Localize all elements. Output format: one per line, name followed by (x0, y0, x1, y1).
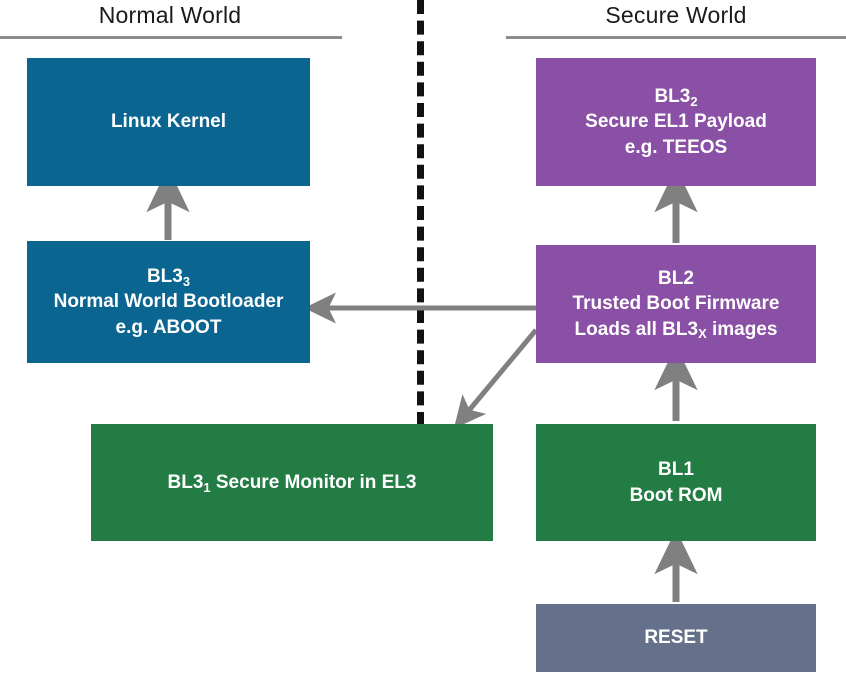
node-bl33-line-0-sub: 3 (182, 273, 191, 289)
node-bl31-secure-monitor[interactable]: BL31 Secure Monitor in EL3 (91, 424, 493, 541)
header-rule-secure-world (506, 36, 846, 39)
node-bl32-line-0-text: BL3 (654, 86, 691, 108)
node-bl1-boot-rom[interactable]: BL1 Boot ROM (536, 424, 816, 541)
node-bl32-line-1: Secure EL1 Payload (585, 111, 767, 133)
node-bl33-line-1: Normal World Bootloader (53, 291, 284, 313)
header-normal-world: Normal World (98, 2, 242, 28)
world-separator-dashed-line (417, 0, 424, 426)
node-bl32-secure-el1-payload[interactable]: BL32 Secure EL1 Payload e.g. TEEOS (536, 58, 816, 186)
node-bl2-line-2: Loads all BL3X images (575, 317, 778, 342)
node-bl32-line-0: BL32 (654, 84, 697, 109)
node-bl33-line-0: BL33 (147, 264, 190, 289)
node-bl2-line-0: BL2 (658, 268, 694, 290)
arrow-bl2-to-bl31 (453, 328, 538, 429)
header-secure-world: Secure World (605, 2, 747, 28)
node-bl2-line-2-sub: X (698, 326, 707, 342)
node-bl31-line-0: BL31 Secure Monitor in EL3 (168, 470, 417, 495)
node-bl31-line-0-text: BL3 (167, 471, 204, 493)
node-bl33-line-0-text: BL3 (146, 266, 183, 288)
node-linux-kernel[interactable]: Linux Kernel (27, 58, 310, 186)
node-bl32-line-2: e.g. TEEOS (624, 136, 728, 158)
node-reset-line-0: RESET (644, 627, 708, 649)
node-reset[interactable]: RESET (536, 604, 816, 672)
node-bl1-line-0: BL1 (658, 459, 694, 481)
node-bl32-line-0-sub: 2 (690, 93, 698, 109)
node-bl2-line-2-text: Loads all BL3 (574, 318, 699, 340)
header-rule-normal-world (0, 36, 342, 39)
node-bl2-line-1: Trusted Boot Firmware (572, 293, 780, 315)
node-bl2-line-2-tail: images (706, 318, 778, 340)
node-bl33-line-2: e.g. ABOOT (115, 316, 222, 338)
node-bl1-line-1: Boot ROM (629, 484, 723, 506)
node-bl33-normal-world-bootloader[interactable]: BL33 Normal World Bootloader e.g. ABOOT (27, 241, 310, 363)
node-linux-kernel-line-0: Linux Kernel (110, 111, 227, 133)
node-bl2-trusted-boot-firmware[interactable]: BL2 Trusted Boot Firmware Loads all BL3X… (536, 245, 816, 363)
node-bl31-line-0-tail: Secure Monitor in EL3 (210, 471, 417, 493)
node-bl31-line-0-sub: 1 (203, 479, 211, 495)
